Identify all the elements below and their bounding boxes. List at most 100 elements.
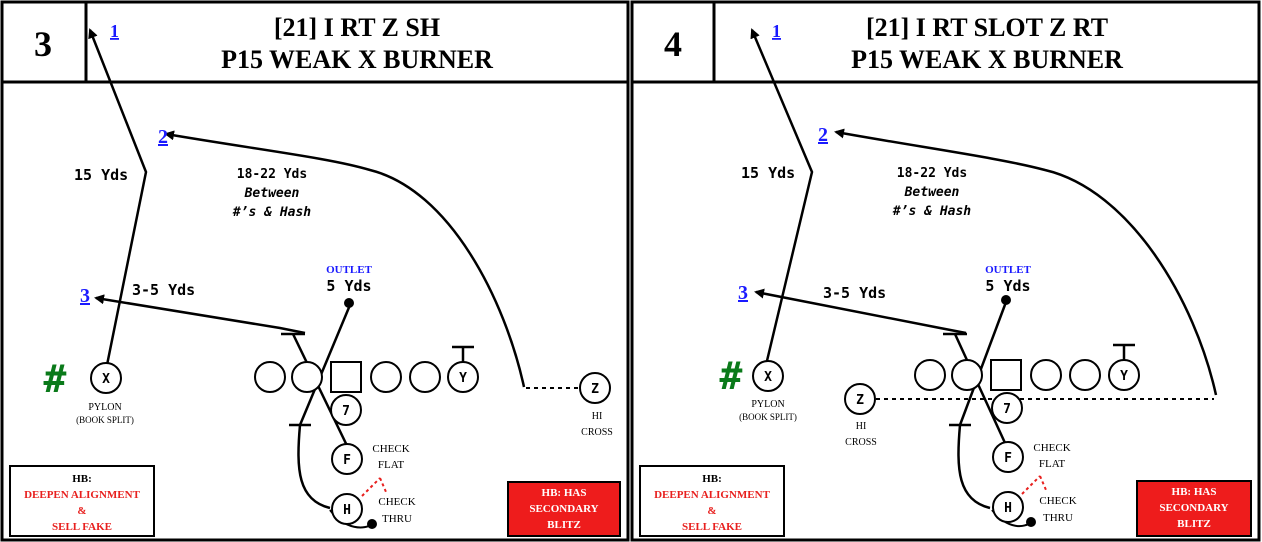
- panel-4-center: [990, 359, 1022, 391]
- panel-4-player-qb: [991, 392, 1023, 424]
- panel-3-outlet-route: [298, 304, 352, 426]
- panel-3-check-flat-1: CHECK: [372, 443, 409, 455]
- panel-4-short-yds: 3-5 Yds: [823, 284, 886, 302]
- panel-3-player-x-label: X: [102, 372, 110, 387]
- panel-3-fake-dot: [367, 519, 377, 529]
- panel-4-player-f-label: F: [1004, 451, 1012, 466]
- panel-3-title-box: [84, 0, 630, 84]
- panel-4-player-h: [992, 491, 1024, 523]
- panel-3-player-qb-label: 7: [342, 404, 350, 419]
- panel-3-blitz-3: BLITZ: [547, 519, 581, 531]
- panel-4-mid-yds-3: #’s & Hash: [892, 204, 971, 219]
- panel-4-title-line1: [21] I RT SLOT Z RT: [866, 13, 1108, 42]
- panel-4-route-3-label: 3: [738, 282, 748, 304]
- panel-4-mid-yds-2: Between: [904, 185, 960, 200]
- panel-4-player-x-label: X: [764, 370, 772, 385]
- panel-3-hb-note-box: [9, 465, 155, 537]
- panel-3-title-line2: P15 WEAK X BURNER: [221, 45, 493, 74]
- panel-4-blitz-2: SECONDARY: [1159, 502, 1228, 514]
- panel-4-outlet-yds: 5 Yds: [985, 277, 1030, 295]
- panel-3-alignment-line2: (BOOK SPLIT): [76, 415, 134, 425]
- panel-3-lineman-2: [291, 361, 323, 393]
- panel-4-number-box: [630, 0, 716, 84]
- panel-3-player-qb: [330, 394, 362, 426]
- panel-4-x-cross: [953, 333, 1013, 457]
- panel-4-route-2: [834, 128, 1218, 396]
- panel-3-player-y: [447, 361, 479, 393]
- panel-3-mid-yds-1: 18-22 Yds: [237, 167, 307, 182]
- panel-3-outlet-yds: 5 Yds: [326, 277, 371, 295]
- panel-3-frame: [0, 0, 630, 542]
- panel-3-blitz-box: [507, 481, 621, 537]
- panel-3-player-f-label: F: [343, 453, 351, 468]
- panel-4-fake-dot: [1026, 517, 1036, 527]
- panel-3-player-h-label: H: [343, 503, 351, 518]
- panel-3-check-thru-2: THRU: [382, 513, 412, 525]
- panel-3-mid-yds-2: Between: [244, 186, 300, 201]
- panel-3-player-x: [90, 362, 122, 394]
- panel-3-route-3: [94, 294, 306, 335]
- panel-3-hb-note-1: HB:: [72, 473, 92, 485]
- panel-4-outlet-route: [958, 301, 1008, 426]
- panel-3: 3 [21] I RT Z SH P15 WEAK X BURNER 1 2 3…: [0, 0, 630, 542]
- panel-3-check-thru-1: CHECK: [378, 496, 415, 508]
- panel-3-z-note-1: HI: [592, 411, 603, 422]
- panel-4-hb-note-4: SELL FAKE: [682, 521, 742, 533]
- panel-4-check-thru-1: CHECK: [1039, 495, 1076, 507]
- panel-4-player-h-label: H: [1004, 501, 1012, 516]
- panel-3-player-h: [331, 493, 363, 525]
- panel-4-h-route: [957, 424, 991, 510]
- panel-3-alignment-symbol: #: [44, 357, 67, 401]
- panel-3-check-dash: [361, 477, 381, 497]
- panel-4-blitz-3: BLITZ: [1177, 518, 1211, 530]
- panel-3-hb-note-3: &: [77, 505, 86, 517]
- panel-3-number-box: [0, 0, 88, 84]
- panel-3-player-z: [579, 372, 611, 404]
- panel-4-route-1: [750, 28, 814, 366]
- panel-4-blitz-box: [1136, 480, 1252, 537]
- panel-4-number: 4: [664, 24, 682, 64]
- panel-3-route-1-label: 1: [110, 21, 119, 41]
- panel-3-outlet-dot: [344, 298, 354, 308]
- panel-3-h-route: [297, 424, 331, 510]
- panel-4-lineman-3: [1030, 359, 1062, 391]
- panel-4-lineman-2: [951, 359, 983, 391]
- panel-4-lineman-4: [1069, 359, 1101, 391]
- panel-4-alignment-line1: PYLON: [751, 399, 784, 410]
- panel-3-alignment-line1: PYLON: [88, 402, 121, 413]
- panel-4-player-y-label: Y: [1120, 369, 1128, 384]
- panel-4-player-f: [992, 441, 1024, 473]
- panel-3-player-f: [331, 443, 363, 475]
- panel-4-z-note-1: HI: [856, 421, 867, 432]
- panel-3-title-line1: [21] I RT Z SH: [274, 13, 440, 42]
- panel-3-check-flat-2: FLAT: [378, 459, 405, 471]
- panel-3-blitz-2: SECONDARY: [529, 503, 598, 515]
- panel-4-check-dash: [1021, 475, 1041, 495]
- panel-4-check-thru-2: THRU: [1043, 512, 1073, 524]
- panel-4-player-qb-label: 7: [1003, 402, 1011, 417]
- panel-4: 4 [21] I RT SLOT Z RT P15 WEAK X BURNER …: [630, 0, 1261, 542]
- panel-4-check-flat-1: CHECK: [1033, 442, 1070, 454]
- panel-3-center: [330, 361, 362, 393]
- panel-4-hb-note-box: [639, 465, 785, 537]
- panel-3-lineman-4: [409, 361, 441, 393]
- panel-3-hb-note-2: DEEPEN ALIGNMENT: [24, 489, 140, 501]
- panel-4-title-line2: P15 WEAK X BURNER: [851, 45, 1123, 74]
- panel-3-short-yds: 3-5 Yds: [132, 281, 195, 299]
- panel-4-frame: [630, 0, 1261, 542]
- panel-3-z-note-2: CROSS: [581, 427, 613, 438]
- panel-3-route-2-label: 2: [158, 126, 168, 148]
- panel-4-route-2-label: 2: [818, 124, 828, 146]
- panel-3-player-z-label: Z: [591, 382, 599, 397]
- panel-4-alignment-symbol: #: [720, 354, 743, 398]
- panel-3-deep-yds: 15 Yds: [74, 166, 128, 184]
- panel-4-z-note-2: CROSS: [845, 437, 877, 448]
- panel-4-player-x: [752, 360, 784, 392]
- panel-4-check-dash2: [1039, 475, 1047, 491]
- panel-4-blitz-1: HB: HAS: [1172, 486, 1217, 498]
- panel-4-outlet-dot: [1001, 295, 1011, 305]
- panel-4-hb-note-3: &: [707, 505, 716, 517]
- panel-4-outlet-title: OUTLET: [985, 264, 1032, 276]
- panel-3-player-y-label: Y: [459, 371, 467, 386]
- panel-4-player-z-label: Z: [856, 393, 864, 408]
